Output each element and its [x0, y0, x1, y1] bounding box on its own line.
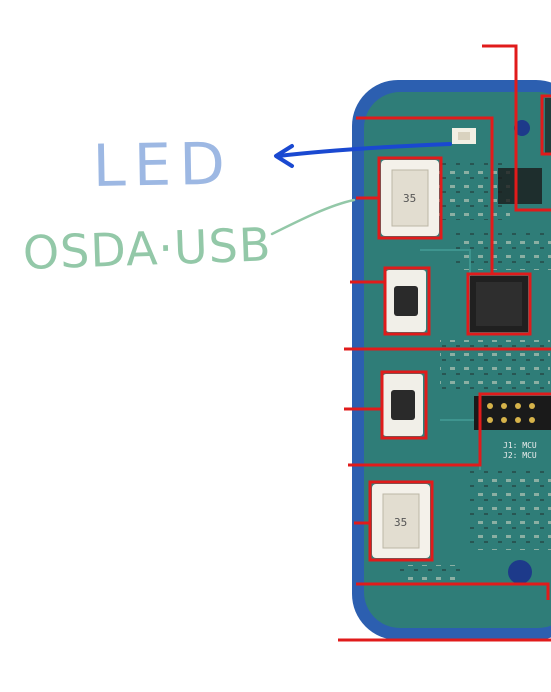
board-details: J1: MCU J2: MCU — [400, 98, 551, 585]
usb-part-value-2: 35 — [394, 516, 407, 529]
callout-line-bottom — [356, 582, 550, 600]
callout-box-button-1 — [383, 266, 431, 336]
push-button-2 — [383, 374, 423, 436]
callout-box-mcu — [466, 272, 532, 336]
usb-connector-bottom: 35 — [372, 484, 430, 558]
arrow-head-icon — [274, 144, 294, 168]
osda-usb-annotation: OSDA·USB — [22, 217, 273, 280]
callout-line-header — [348, 392, 551, 467]
callout-box-top-right — [540, 94, 551, 156]
callout-line-top — [482, 44, 551, 212]
usb-leader-line — [270, 198, 356, 236]
callout-line-led — [356, 116, 494, 274]
usb-connector-top: 35 — [381, 160, 439, 236]
usb-part-value: 35 — [403, 192, 416, 205]
callout-box-usb-bottom — [368, 480, 434, 562]
callout-box-button-2 — [380, 370, 428, 440]
led-annotation: LED — [92, 129, 234, 200]
led-arrow — [274, 142, 452, 168]
connector-label: J1: MCU J2: MCU — [503, 441, 542, 460]
pin-header — [474, 396, 551, 430]
push-button-1 — [386, 270, 426, 332]
callout-lines — [338, 44, 551, 642]
